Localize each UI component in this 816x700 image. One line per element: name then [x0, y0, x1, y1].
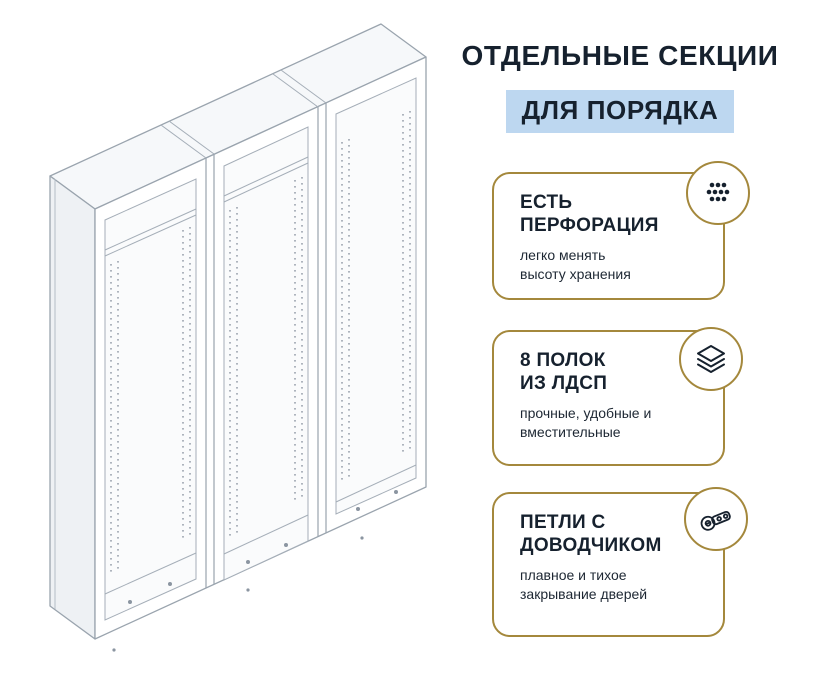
wardrobe-side-face	[49, 175, 96, 640]
feature-heading: ЕСТЬ ПЕРФОРАЦИЯ	[520, 192, 659, 237]
subtitle-highlight: ДЛЯ ПОРЯДКА	[505, 90, 735, 133]
section-right-opening	[335, 77, 417, 515]
feature-text: плавное и тихое закрывание дверей	[520, 567, 648, 602]
feature-heading: ПЕТЛИ С ДОВОДЧИКОМ	[520, 512, 662, 557]
section-left-opening	[104, 178, 197, 621]
page-title: ОТДЕЛЬНЫЕ СЕКЦИИ	[461, 40, 779, 71]
perforation-holes	[110, 111, 411, 574]
feature-text: легко менять высоту хранения	[520, 247, 631, 282]
hinge-icon	[684, 487, 748, 551]
wardrobe-frame-drawing	[49, 23, 427, 652]
feature-heading: 8 ПОЛОК ИЗ ЛДСП	[520, 350, 608, 395]
perforation-dots-icon	[686, 161, 750, 225]
shelves-layers-icon	[679, 327, 743, 391]
feature-text: прочные, удобные и вместительные	[520, 405, 652, 440]
subtitle-wrap: ДЛЯ ПОРЯДКА	[440, 90, 800, 133]
section-middle-opening	[223, 126, 309, 581]
